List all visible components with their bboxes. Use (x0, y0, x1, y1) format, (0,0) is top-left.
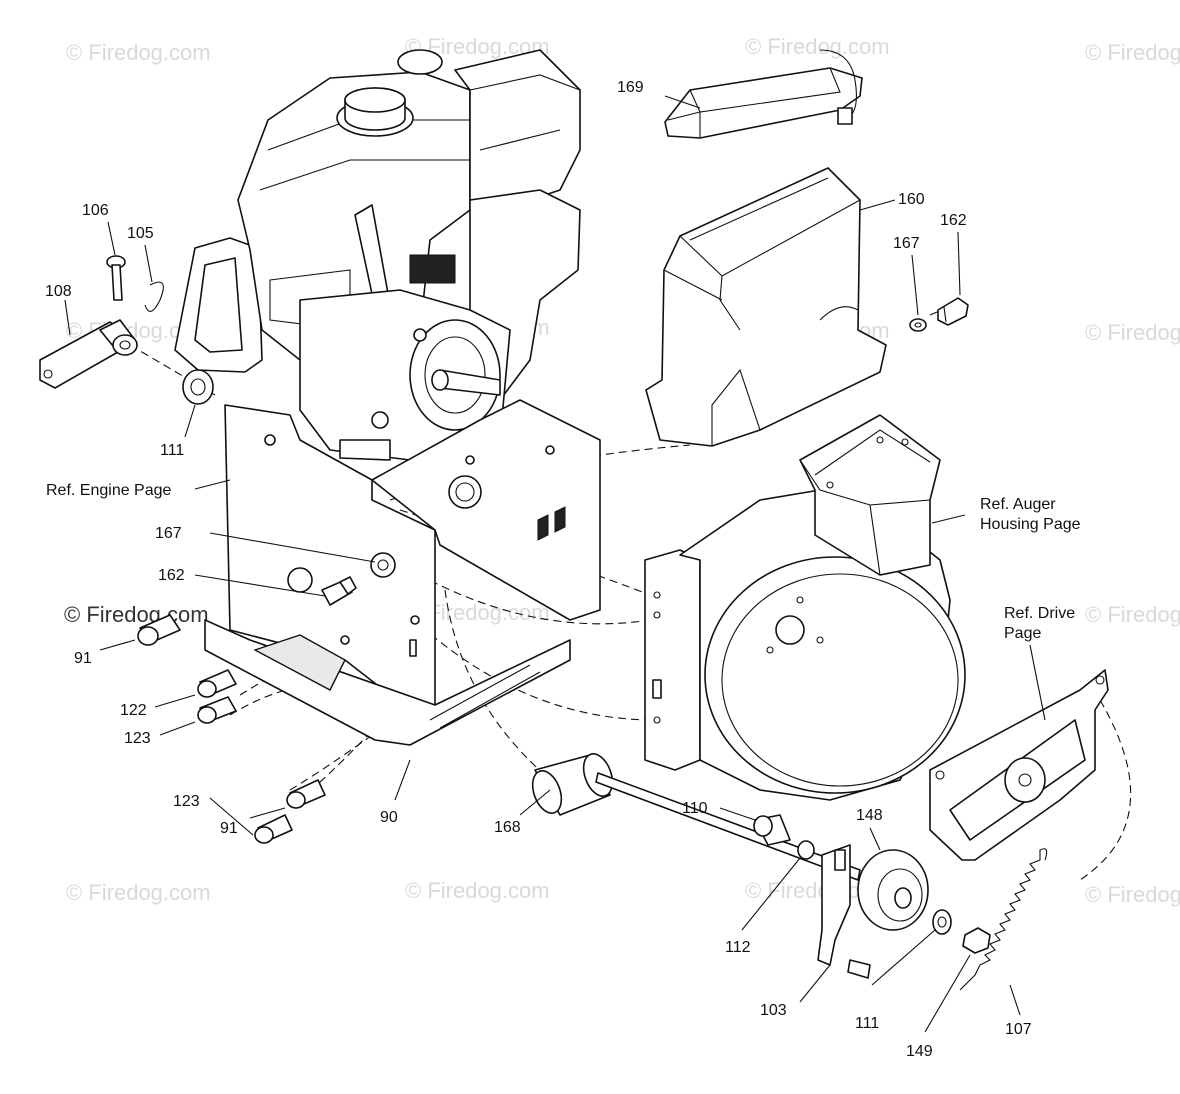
callout-103: 103 (760, 1002, 787, 1019)
watermark: © Firedog.com (1085, 882, 1180, 907)
washer-part-111-right (932, 909, 952, 935)
callout-122: 122 (120, 702, 147, 719)
spring-part-107 (959, 848, 1048, 991)
callout-111: 111 (160, 442, 184, 459)
ref-auger-line2: Housing Page (980, 516, 1081, 533)
frame-part-90 (204, 399, 601, 746)
watermark: © Firedog.com (1085, 40, 1180, 65)
ref-engine-page: Ref. Engine Page (46, 482, 172, 499)
callouts: 169 160 162 167 106 105 108 111 167 162 … (45, 79, 1032, 1060)
bolt-part-110 (753, 814, 815, 860)
watermark: © Firedog.com (745, 34, 890, 59)
leader-lines (64, 95, 1046, 1033)
arm-part-103 (817, 844, 871, 979)
callout-108: 108 (45, 283, 72, 300)
watermark: © Firedog.com (66, 880, 211, 905)
clip-part-105 (144, 281, 164, 312)
engine (174, 49, 581, 461)
callout-167: 167 (893, 235, 920, 252)
callout-148: 148 (856, 807, 883, 824)
auger-housing (644, 414, 966, 801)
housing-part-160 (645, 167, 887, 447)
callout-169: 169 (617, 79, 644, 96)
callout-90: 90 (380, 809, 398, 826)
watermark-dark: © Firedog.com (64, 602, 209, 627)
watermark: © Firedog.com (1085, 602, 1180, 627)
ref-auger-line1: Ref. Auger (980, 496, 1056, 513)
callout-105: 105 (127, 225, 154, 242)
callout-123: 123 (124, 730, 151, 747)
callout-91: 91 (74, 650, 92, 667)
bolt-162-washer-167-top (909, 297, 969, 332)
reference-labels: Ref. Engine Page Ref. Auger Housing Page… (46, 482, 1081, 642)
callout-162: 162 (940, 212, 967, 229)
callout-112: 112 (725, 939, 751, 956)
callout-106: 106 (82, 202, 109, 219)
washer-part-111-left (182, 369, 214, 405)
bracket-part-108 (39, 319, 138, 389)
callout-111: 111 (855, 1015, 879, 1032)
callout-123: 123 (173, 793, 200, 810)
pulley-part-148 (857, 849, 929, 931)
callout-168: 168 (494, 819, 521, 836)
bolts-left (137, 614, 326, 844)
pin-part-106 (106, 255, 126, 301)
callout-110: 110 (682, 800, 708, 817)
watermark: © Firedog.com (66, 40, 211, 65)
nut-part-149 (962, 927, 991, 954)
callout-107: 107 (1005, 1021, 1032, 1038)
watermark: © Firedog.com (1085, 320, 1180, 345)
callout-160: 160 (898, 191, 925, 208)
callout-91: 91 (220, 820, 238, 837)
ref-drive-line1: Ref. Drive (1004, 605, 1075, 622)
callout-162: 162 (158, 567, 185, 584)
bolt-162-washer-167-frame (321, 552, 396, 606)
callout-167: 167 (155, 525, 182, 542)
drive-plate (929, 669, 1109, 861)
cover-part-169 (664, 49, 863, 139)
ref-drive-line2: Page (1004, 625, 1041, 642)
callout-149: 149 (906, 1043, 933, 1060)
watermark: © Firedog.com (405, 878, 550, 903)
